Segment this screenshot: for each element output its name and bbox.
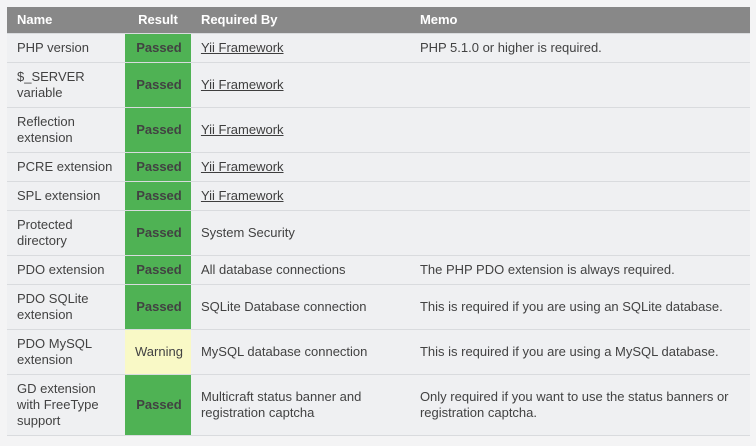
table-row: PDO SQLite extension Passed SQLite Datab… xyxy=(7,284,750,330)
table-row: PCRE extension Passed Yii Framework xyxy=(7,152,750,182)
requirement-name: PDO SQLite extension xyxy=(7,284,125,330)
memo-cell: The PHP PDO extension is always required… xyxy=(409,255,750,285)
memo-cell: This is required if you are using an SQL… xyxy=(409,284,750,330)
required-by-link[interactable]: Yii Framework xyxy=(200,188,284,203)
requirement-name: $_SERVER variable xyxy=(7,62,125,108)
result-badge: Passed xyxy=(125,284,191,330)
required-by-link[interactable]: Yii Framework xyxy=(200,40,284,55)
requirement-name: GD extension with FreeType support xyxy=(7,374,125,436)
required-by-cell: Yii Framework xyxy=(190,33,410,63)
table-row: Protected directory Passed System Securi… xyxy=(7,210,750,256)
requirement-name: Reflection extension xyxy=(7,107,125,153)
required-by-link[interactable]: Yii Framework xyxy=(200,122,284,137)
memo-cell: PHP 5.1.0 or higher is required. xyxy=(409,33,750,63)
required-by-cell: Yii Framework xyxy=(190,107,410,153)
required-by-label: SQLite Database connection xyxy=(200,299,367,314)
table-row: PDO MySQL extension Warning MySQL databa… xyxy=(7,329,750,375)
memo-cell xyxy=(409,181,750,211)
requirement-name: PDO extension xyxy=(7,255,125,285)
result-badge: Warning xyxy=(125,329,191,375)
requirement-name: SPL extension xyxy=(7,181,125,211)
requirement-name: PHP version xyxy=(7,33,125,63)
table-row: PDO extension Passed All database connec… xyxy=(7,255,750,285)
requirement-name: PDO MySQL extension xyxy=(7,329,125,375)
header-required-by: Required By xyxy=(190,7,410,34)
requirement-name: PCRE extension xyxy=(7,152,125,182)
result-badge: Passed xyxy=(125,107,191,153)
table-row: SPL extension Passed Yii Framework xyxy=(7,181,750,211)
required-by-link[interactable]: Yii Framework xyxy=(200,159,284,174)
required-by-cell: System Security xyxy=(190,210,410,256)
required-by-cell: All database connections xyxy=(190,255,410,285)
result-badge: Passed xyxy=(125,33,191,63)
table-row: $_SERVER variable Passed Yii Framework xyxy=(7,62,750,108)
result-badge: Passed xyxy=(125,152,191,182)
result-badge: Passed xyxy=(125,255,191,285)
required-by-label: System Security xyxy=(200,225,295,240)
memo-cell xyxy=(409,107,750,153)
result-badge: Passed xyxy=(125,62,191,108)
memo-cell: Only required if you want to use the sta… xyxy=(409,374,750,436)
requirements-table: Name Result Required By Memo PHP version… xyxy=(7,7,750,436)
result-badge: Passed xyxy=(125,374,191,436)
required-by-link[interactable]: Yii Framework xyxy=(200,77,284,92)
memo-cell: This is required if you are using a MySQ… xyxy=(409,329,750,375)
required-by-cell: Yii Framework xyxy=(190,181,410,211)
result-badge: Passed xyxy=(125,181,191,211)
result-badge: Passed xyxy=(125,210,191,256)
required-by-label: Multicraft status banner and registratio… xyxy=(200,389,362,420)
table-row: GD extension with FreeType support Passe… xyxy=(7,374,750,436)
required-by-cell: MySQL database connection xyxy=(190,329,410,375)
required-by-cell: Multicraft status banner and registratio… xyxy=(190,374,410,436)
requirement-name: Protected directory xyxy=(7,210,125,256)
table-row: Reflection extension Passed Yii Framewor… xyxy=(7,107,750,153)
table-row: PHP version Passed Yii Framework PHP 5.1… xyxy=(7,33,750,63)
required-by-label: All database connections xyxy=(200,262,346,277)
required-by-cell: SQLite Database connection xyxy=(190,284,410,330)
header-memo: Memo xyxy=(409,7,750,34)
memo-cell xyxy=(409,210,750,256)
required-by-cell: Yii Framework xyxy=(190,62,410,108)
header-result: Result xyxy=(125,7,191,34)
memo-cell xyxy=(409,152,750,182)
required-by-label: MySQL database connection xyxy=(200,344,368,359)
memo-cell xyxy=(409,62,750,108)
required-by-cell: Yii Framework xyxy=(190,152,410,182)
header-name: Name xyxy=(7,7,125,34)
header-row: Name Result Required By Memo xyxy=(7,7,750,34)
